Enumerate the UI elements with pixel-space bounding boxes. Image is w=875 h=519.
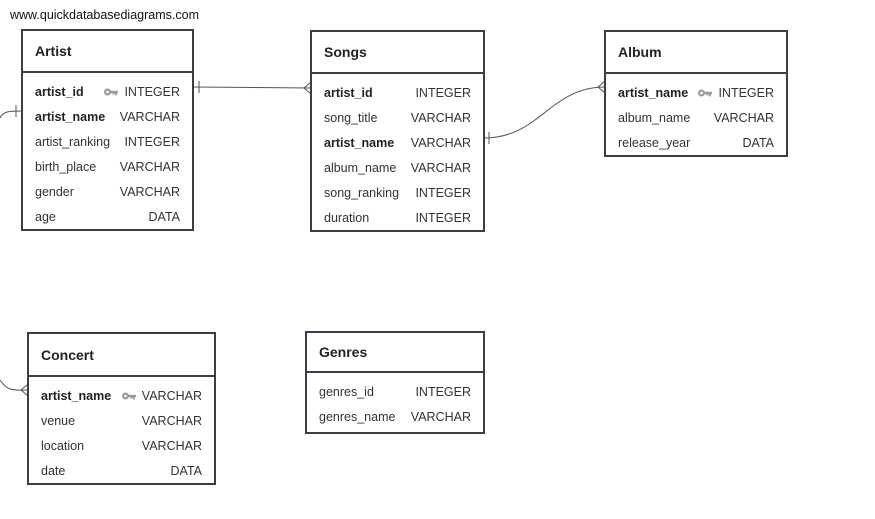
link-concert-stub bbox=[0, 379, 29, 391]
table-title: Concert bbox=[29, 334, 214, 377]
table-concert[interactable]: Concert artist_name VARCHAR venue VARCHA… bbox=[27, 332, 216, 485]
column-name: album_name bbox=[324, 160, 397, 175]
column-type: VARCHAR bbox=[119, 159, 180, 174]
column-name: artist_name bbox=[618, 85, 689, 100]
column-type: INTEGER bbox=[415, 210, 471, 225]
column-name: location bbox=[41, 438, 85, 453]
column-type: INTEGER bbox=[124, 84, 180, 99]
column-name: age bbox=[35, 209, 56, 224]
column-name: artist_name bbox=[35, 109, 106, 124]
column-type: VARCHAR bbox=[141, 413, 202, 428]
table-songs[interactable]: Songs artist_id INTEGER song_title VARCH… bbox=[310, 30, 485, 232]
column-name: artist_id bbox=[324, 85, 373, 100]
table-row[interactable]: artist_name VARCHAR bbox=[29, 383, 214, 408]
column-type: VARCHAR bbox=[141, 438, 202, 453]
table-row[interactable]: artist_ranking INTEGER bbox=[23, 129, 192, 154]
many-marker bbox=[20, 383, 29, 397]
column-type: VARCHAR bbox=[119, 109, 180, 124]
table-title: Genres bbox=[307, 333, 483, 373]
column-name: album_name bbox=[618, 110, 691, 125]
table-row[interactable]: artist_id INTEGER bbox=[23, 79, 192, 104]
column-type: DATA bbox=[170, 463, 202, 478]
column-name: genres_id bbox=[319, 384, 374, 399]
table-row[interactable]: age DATA bbox=[23, 204, 192, 229]
table-row[interactable]: duration INTEGER bbox=[312, 205, 483, 230]
column-name: artist_id bbox=[35, 84, 84, 99]
table-row[interactable]: artist_name INTEGER bbox=[606, 80, 786, 105]
table-row[interactable]: album_name VARCHAR bbox=[606, 105, 786, 130]
column-type: DATA bbox=[742, 135, 774, 150]
site-watermark: www.quickdatabasediagrams.com bbox=[10, 8, 199, 22]
column-type: DATA bbox=[148, 209, 180, 224]
column-name: song_ranking bbox=[324, 185, 400, 200]
column-type: VARCHAR bbox=[410, 135, 471, 150]
table-album[interactable]: Album artist_name INTEGER album_name VAR… bbox=[604, 30, 788, 157]
table-row[interactable]: release_year DATA bbox=[606, 130, 786, 155]
column-name: venue bbox=[41, 413, 76, 428]
link-artist-songs bbox=[192, 86, 312, 89]
column-name: artist_name bbox=[41, 388, 112, 403]
table-row[interactable]: location VARCHAR bbox=[29, 433, 214, 458]
table-title: Artist bbox=[23, 31, 192, 73]
column-name: release_year bbox=[618, 135, 691, 150]
key-icon bbox=[120, 391, 138, 401]
table-row[interactable]: album_name VARCHAR bbox=[312, 155, 483, 180]
many-marker bbox=[303, 81, 312, 95]
link-songs-album bbox=[483, 86, 606, 139]
many-marker bbox=[597, 80, 606, 94]
table-row[interactable]: date DATA bbox=[29, 458, 214, 483]
table-title: Songs bbox=[312, 32, 483, 74]
column-name: birth_place bbox=[35, 159, 97, 174]
column-name: gender bbox=[35, 184, 74, 199]
column-type: VARCHAR bbox=[141, 388, 202, 403]
column-type: INTEGER bbox=[718, 85, 774, 100]
table-row[interactable]: birth_place VARCHAR bbox=[23, 154, 192, 179]
column-name: genres_name bbox=[319, 409, 396, 424]
column-name: date bbox=[41, 463, 66, 478]
table-row[interactable]: genres_name VARCHAR bbox=[307, 404, 483, 429]
table-row[interactable]: artist_name VARCHAR bbox=[312, 130, 483, 155]
link-artist-stub bbox=[0, 110, 23, 119]
column-type: VARCHAR bbox=[410, 110, 471, 125]
column-type: INTEGER bbox=[124, 134, 180, 149]
column-type: VARCHAR bbox=[410, 160, 471, 175]
table-artist[interactable]: Artist artist_id INTEGER artist_name VAR… bbox=[21, 29, 194, 231]
key-icon bbox=[696, 88, 714, 98]
table-row[interactable]: artist_id INTEGER bbox=[312, 80, 483, 105]
key-icon bbox=[102, 87, 120, 97]
table-row[interactable]: song_ranking INTEGER bbox=[312, 180, 483, 205]
column-type: INTEGER bbox=[415, 85, 471, 100]
table-row[interactable]: genres_id INTEGER bbox=[307, 379, 483, 404]
column-type: VARCHAR bbox=[713, 110, 774, 125]
table-title: Album bbox=[606, 32, 786, 74]
table-row[interactable]: venue VARCHAR bbox=[29, 408, 214, 433]
column-name: duration bbox=[324, 210, 370, 225]
column-name: song_title bbox=[324, 110, 378, 125]
column-name: artist_ranking bbox=[35, 134, 111, 149]
table-row[interactable]: song_title VARCHAR bbox=[312, 105, 483, 130]
column-type: INTEGER bbox=[415, 185, 471, 200]
table-genres[interactable]: Genres genres_id INTEGER genres_name VAR… bbox=[305, 331, 485, 434]
column-type: VARCHAR bbox=[410, 409, 471, 424]
column-type: VARCHAR bbox=[119, 184, 180, 199]
table-row[interactable]: artist_name VARCHAR bbox=[23, 104, 192, 129]
column-type: INTEGER bbox=[415, 384, 471, 399]
table-row[interactable]: gender VARCHAR bbox=[23, 179, 192, 204]
column-name: artist_name bbox=[324, 135, 395, 150]
